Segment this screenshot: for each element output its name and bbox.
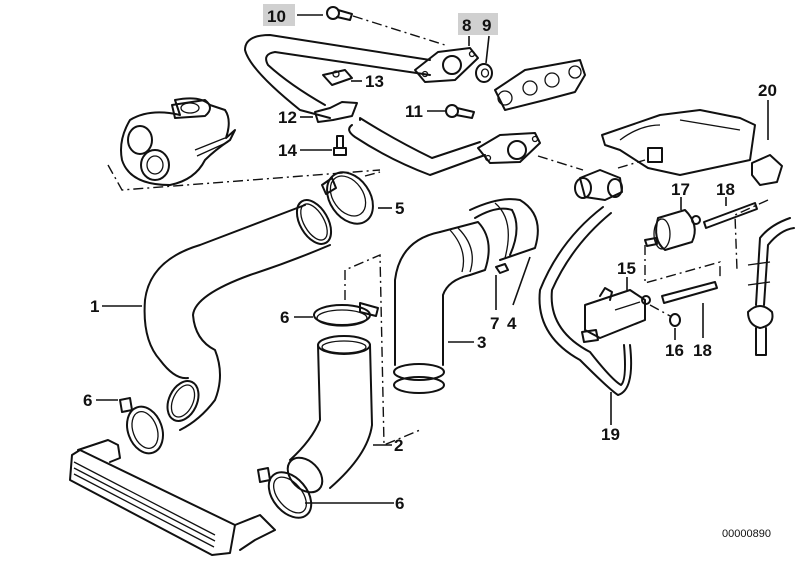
callout-16[interactable]: 16	[665, 341, 684, 360]
callout-1[interactable]: 1	[90, 297, 99, 316]
clip-nut-13	[322, 69, 353, 86]
highlight-8-9	[458, 13, 498, 35]
callout-8[interactable]: 8	[462, 16, 471, 35]
intake-sleeve-4	[469, 198, 539, 261]
vacuum-line-19	[538, 206, 633, 396]
callout-3[interactable]: 3	[477, 333, 486, 352]
cap-16	[669, 313, 681, 327]
flanged-pipe-lower	[348, 117, 541, 176]
dashline-manifold	[617, 159, 646, 169]
dashline-clamp5	[364, 171, 381, 177]
callout-20[interactable]: 20	[758, 81, 777, 100]
filter-17	[644, 209, 701, 251]
grommet-20	[751, 154, 783, 186]
callout-18-lower[interactable]: 18	[693, 341, 712, 360]
vacuum-hose-18-upper	[703, 202, 758, 229]
dashline-filter	[644, 245, 721, 284]
dashline-clamp6-pipe2	[344, 253, 421, 447]
bracket-clip-12	[314, 101, 358, 123]
charge-air-hose-1	[143, 199, 333, 431]
callout-9[interactable]: 9	[482, 16, 491, 35]
intercooler	[69, 439, 276, 556]
small-clip-7	[495, 263, 509, 274]
callout-12[interactable]: 12	[278, 108, 297, 127]
check-valve-line	[747, 217, 795, 356]
callout-15[interactable]: 15	[617, 259, 636, 278]
callout-6-right[interactable]: 6	[395, 494, 404, 513]
flanged-pipe-8	[244, 34, 479, 119]
callout-7[interactable]: 7	[490, 314, 499, 333]
callout-18-upper[interactable]: 18	[716, 180, 735, 199]
hose-clamp-6-mid	[313, 302, 379, 327]
hex-bolt-14	[333, 135, 347, 156]
elbow-hose-3	[393, 221, 490, 394]
bolt-10	[326, 6, 353, 21]
highlight-10	[263, 4, 295, 26]
intake-manifold	[601, 109, 756, 176]
callout-10[interactable]: 10	[267, 7, 286, 26]
leader-lines	[96, 14, 769, 504]
dashline-turbo	[107, 164, 381, 191]
turbocharger-illustration	[120, 97, 236, 186]
dashline-flange-valve	[537, 155, 584, 171]
vacuum-hose-18-lower	[661, 281, 718, 304]
callout-4[interactable]: 4	[507, 314, 517, 333]
gasket-ring-9	[475, 63, 493, 83]
exhaust-manifold-flange	[494, 59, 586, 111]
pressure-converter-15	[581, 287, 651, 343]
callout-17[interactable]: 17	[671, 180, 690, 199]
callout-5[interactable]: 5	[395, 199, 404, 218]
callout-6-mid[interactable]: 6	[280, 308, 289, 327]
dashline-bolt10	[352, 15, 446, 46]
callout-14[interactable]: 14	[278, 141, 297, 160]
hose-clamp-5	[321, 171, 374, 225]
valve-fitting	[574, 169, 623, 201]
hose-clamp-6-left	[119, 397, 164, 455]
bolt-11	[445, 104, 475, 119]
charge-air-pipe-2	[286, 335, 373, 494]
diagram-number: 00000890	[722, 528, 771, 540]
hose-clamp-6-right	[257, 467, 313, 519]
dashline-converter-cap	[649, 304, 673, 318]
callout-2[interactable]: 2	[394, 436, 403, 455]
callout-19[interactable]: 19	[601, 425, 620, 444]
callout-11[interactable]: 11	[405, 102, 423, 121]
callout-6-left[interactable]: 6	[83, 391, 92, 410]
callout-13[interactable]: 13	[365, 72, 384, 91]
